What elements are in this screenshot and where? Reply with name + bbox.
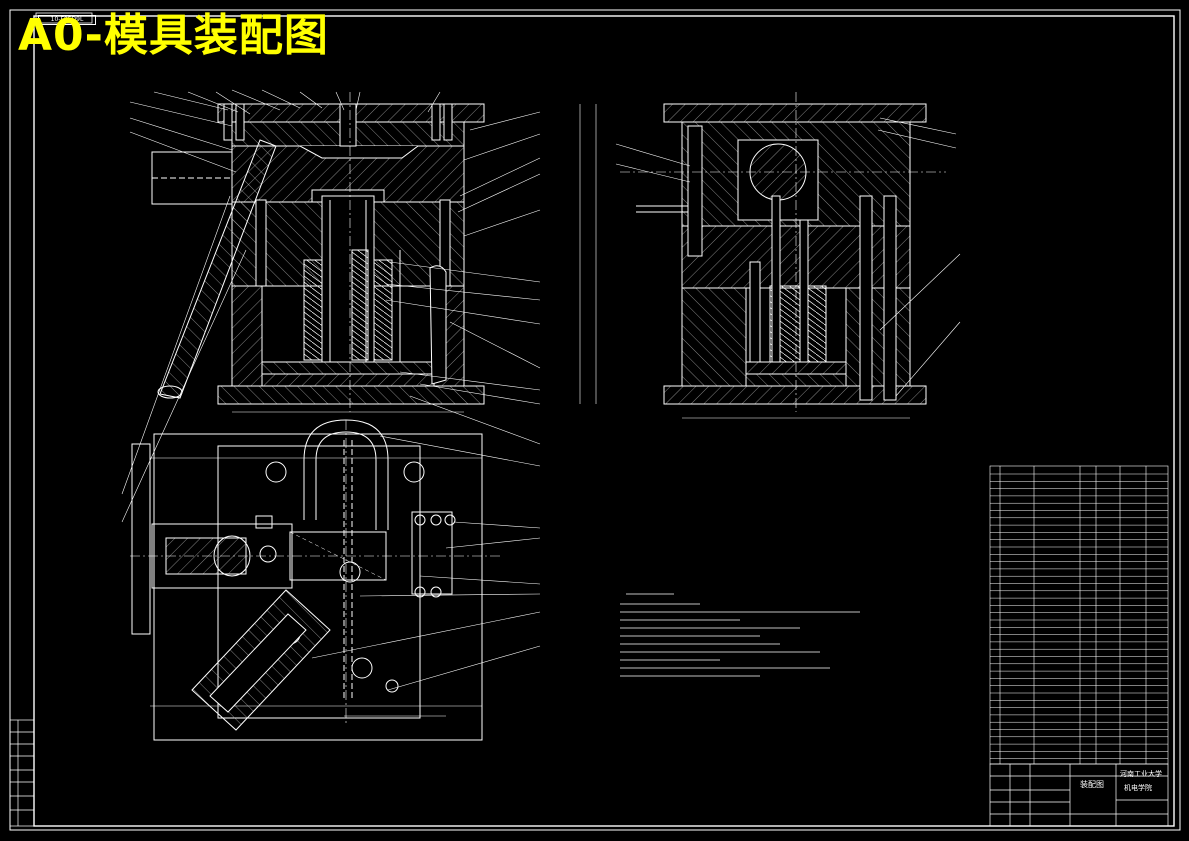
parts-list-rows — [990, 473, 1168, 759]
front-view-leaders — [121, 89, 541, 523]
page-title: A0-模具装配图 — [18, 10, 329, 61]
drawing-name: 装配图 — [1080, 779, 1104, 789]
front-section-view — [151, 92, 485, 413]
dept-name: 机电学院 — [1124, 783, 1152, 792]
side-section-view — [579, 92, 946, 419]
plan-view-leaders — [311, 521, 541, 691]
title-block — [989, 763, 1169, 827]
plan-view — [130, 419, 500, 741]
sheet-border — [9, 9, 1181, 831]
school-name: 河南工业大学 — [1120, 769, 1162, 778]
technical-requirements — [620, 593, 860, 677]
margin-table — [9, 719, 35, 827]
sheet-corner-tag: 10-F05D9L — [38, 15, 96, 25]
side-view-leaders — [615, 117, 961, 397]
